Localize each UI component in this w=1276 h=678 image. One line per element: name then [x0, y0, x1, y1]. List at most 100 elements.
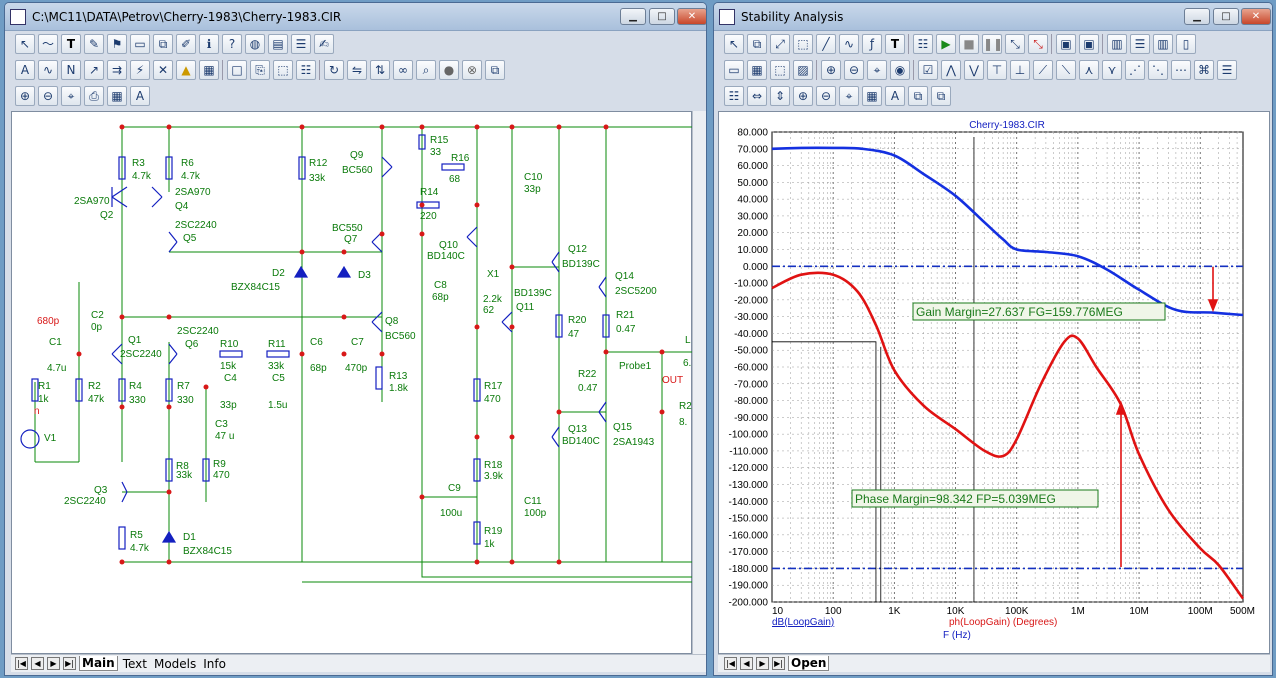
- tile-icon-2[interactable]: ▦: [862, 85, 882, 106]
- global-high-icon[interactable]: ⋏: [1079, 59, 1099, 80]
- text-icon[interactable]: T: [885, 33, 905, 54]
- table-icon[interactable]: ▥: [1107, 33, 1127, 54]
- numeric-icon[interactable]: ▥: [1153, 33, 1173, 54]
- binoculars-icon[interactable]: ∞: [393, 59, 413, 80]
- props-icon[interactable]: ☑: [918, 59, 938, 80]
- power-icon[interactable]: ⚡: [130, 59, 150, 80]
- font-icon[interactable]: A: [885, 85, 905, 106]
- numeric-output-icon[interactable]: ☷: [724, 85, 744, 106]
- close-button[interactable]: ✕: [677, 8, 706, 25]
- rotate-icon[interactable]: ↻: [324, 59, 344, 80]
- node-numbers-icon[interactable]: ∿: [38, 59, 58, 80]
- zoom-out-icon[interactable]: ⊖: [844, 59, 864, 80]
- component-icon[interactable]: ⧉: [747, 33, 767, 54]
- bottom-icon[interactable]: ⋱: [1148, 59, 1168, 80]
- tab-text[interactable]: Text: [122, 656, 147, 671]
- wire-icon[interactable]: 〜: [38, 33, 58, 54]
- plot-list-icon[interactable]: ▯: [1176, 33, 1196, 54]
- zoom-in-icon[interactable]: ⊕: [15, 85, 35, 106]
- maximize-button[interactable]: □: [649, 8, 675, 25]
- paste-icon[interactable]: ⧉: [931, 85, 951, 106]
- prev-page-icon[interactable]: ◀: [740, 657, 753, 670]
- properties-icon[interactable]: ☷: [913, 33, 933, 54]
- copy-icon[interactable]: ⎘: [250, 59, 270, 80]
- menu-icon[interactable]: ☰: [1217, 59, 1237, 80]
- maximize-plot-icon[interactable]: ⬚: [793, 33, 813, 54]
- zoom-out-icon-2[interactable]: ⊖: [816, 85, 836, 106]
- slope-icon[interactable]: ⟋: [1033, 59, 1053, 80]
- box-icon[interactable]: ⬚: [770, 59, 790, 80]
- globe-icon[interactable]: ◍: [245, 33, 265, 54]
- properties-icon[interactable]: ☷: [296, 59, 316, 80]
- print-icon[interactable]: ⎙: [84, 85, 104, 106]
- schematic-titlebar[interactable]: C:\MC11\DATA\Petrov\Cherry-1983\Cherry-1…: [5, 3, 706, 31]
- find-icon[interactable]: ⌕: [416, 59, 436, 80]
- flip-icon[interactable]: ⇅: [370, 59, 390, 80]
- pin-icon[interactable]: ✐: [176, 33, 196, 54]
- tab-main[interactable]: Main: [79, 656, 118, 671]
- draw-icon[interactable]: ✎: [84, 33, 104, 54]
- tab-open[interactable]: Open: [788, 656, 830, 671]
- curve-icon[interactable]: ∿: [839, 33, 859, 54]
- zoom-fit-icon[interactable]: ⌖: [61, 85, 81, 106]
- font-icon[interactable]: A: [130, 85, 150, 106]
- inflection-icon[interactable]: ⟍: [1056, 59, 1076, 80]
- data-point-icon[interactable]: ⋯: [1171, 59, 1191, 80]
- component-icon[interactable]: ⧉: [153, 33, 173, 54]
- stepping-icon[interactable]: ⤡: [1005, 33, 1025, 54]
- info-icon[interactable]: ℹ: [199, 33, 219, 54]
- cancel-icon[interactable]: ⊗: [462, 59, 482, 80]
- plot-text-icon[interactable]: ƒ: [862, 33, 882, 54]
- high-icon[interactable]: ⊤: [987, 59, 1007, 80]
- valley-icon[interactable]: ⋁: [964, 59, 984, 80]
- region-icon[interactable]: ⬚: [273, 59, 293, 80]
- warning-icon[interactable]: ▲: [176, 59, 196, 80]
- zoom-out-icon[interactable]: ⊖: [38, 85, 58, 106]
- grid-icon[interactable]: ▦: [199, 59, 219, 80]
- grid-icon[interactable]: ▦: [747, 59, 767, 80]
- line-icon[interactable]: ╱: [816, 33, 836, 54]
- page-blank-icon[interactable]: □: [227, 59, 247, 80]
- select-icon[interactable]: ↖: [15, 33, 35, 54]
- minimize-button[interactable]: ▁: [1184, 8, 1210, 25]
- stop-icon[interactable]: ●: [439, 59, 459, 80]
- node-names-icon[interactable]: N: [61, 59, 81, 80]
- attr-text-icon[interactable]: A: [15, 59, 35, 80]
- close-button[interactable]: ✕: [1241, 8, 1271, 25]
- tab-models[interactable]: Models: [153, 656, 197, 671]
- tag-icon[interactable]: ⌘: [1194, 59, 1214, 80]
- first-page-icon[interactable]: |◀: [724, 657, 737, 670]
- tile-icon[interactable]: ▦: [107, 85, 127, 106]
- next-page-icon[interactable]: ▶: [47, 657, 60, 670]
- voltage-icon[interactable]: ↗: [84, 59, 104, 80]
- list-icon[interactable]: ☰: [1130, 33, 1150, 54]
- color-icon[interactable]: ◉: [890, 59, 910, 80]
- scale-icon[interactable]: ⤢: [770, 33, 790, 54]
- stop-icon[interactable]: ■: [959, 33, 979, 54]
- list-icon[interactable]: ☰: [291, 33, 311, 54]
- cross-icon[interactable]: ✕: [153, 59, 173, 80]
- prev-page-icon[interactable]: ◀: [31, 657, 44, 670]
- low-icon[interactable]: ⊥: [1010, 59, 1030, 80]
- fit-x-icon[interactable]: ⇔: [747, 85, 767, 106]
- tab-info[interactable]: Info: [203, 656, 226, 671]
- optimize-icon[interactable]: ⤡: [1028, 33, 1048, 54]
- select-icon[interactable]: ↖: [724, 33, 744, 54]
- edit-icon[interactable]: ✍: [314, 33, 334, 54]
- next-page-icon[interactable]: ▶: [756, 657, 769, 670]
- run-icon[interactable]: ▶: [936, 33, 956, 54]
- flag-icon[interactable]: ⚑: [107, 33, 127, 54]
- last-page-icon[interactable]: ▶|: [63, 657, 76, 670]
- fit-y-icon[interactable]: ⇕: [770, 85, 790, 106]
- last-page-icon[interactable]: ▶|: [772, 657, 785, 670]
- minimize-button[interactable]: ▁: [620, 8, 646, 25]
- page-icon[interactable]: ▤: [268, 33, 288, 54]
- pause-icon[interactable]: ❚❚: [982, 33, 1003, 54]
- zoom-in-icon[interactable]: ⊕: [821, 59, 841, 80]
- peak-icon[interactable]: ⋀: [941, 59, 961, 80]
- zoom-fit-icon[interactable]: ⌖: [867, 59, 887, 80]
- schematic-vertical-scrollbar[interactable]: [692, 111, 706, 654]
- split-icon[interactable]: ▭: [724, 59, 744, 80]
- first-page-icon[interactable]: |◀: [15, 657, 28, 670]
